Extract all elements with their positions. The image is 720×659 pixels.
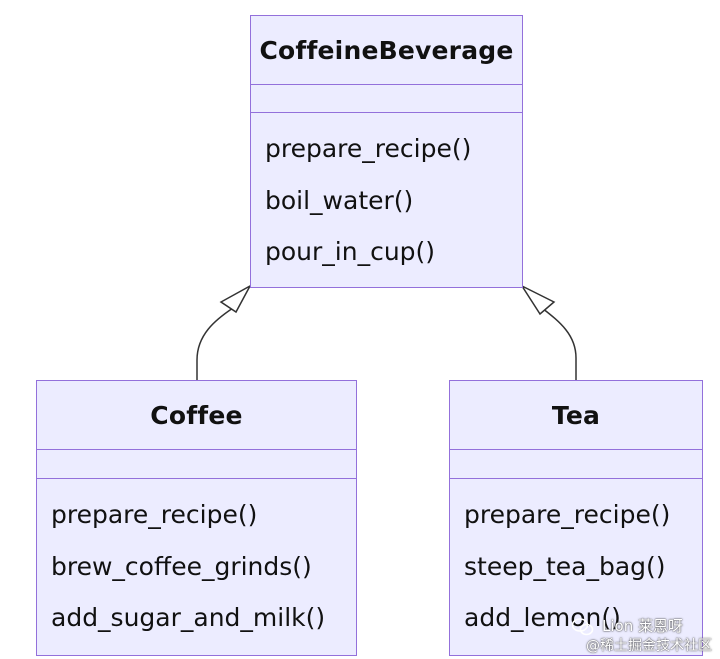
class-methods-section: prepare_recipe() brew_coffee_grinds() ad…	[37, 479, 356, 644]
method-prepare-recipe: prepare_recipe()	[265, 134, 472, 163]
class-box-caffeine-beverage: CoffeineBeverage prepare_recipe() boil_w…	[250, 15, 523, 288]
method-brew-coffee-grinds: brew_coffee_grinds()	[51, 551, 312, 581]
coffee-inheritance-arrowhead	[219, 284, 252, 314]
method-prepare-recipe: prepare_recipe()	[464, 500, 671, 529]
watermark-author: Lion 莱恩呀	[602, 617, 683, 635]
class-attributes-section	[450, 450, 702, 479]
watermark-site: @稀土掘金技术社区	[586, 638, 712, 654]
method-add-lemon: add_lemon()	[464, 603, 621, 632]
coffee-inheritance-line	[196, 307, 234, 380]
class-name: Tea	[450, 381, 702, 450]
method-pour-in-cup: pour_in_cup()	[265, 237, 436, 266]
class-name: CoffeineBeverage	[251, 16, 522, 85]
wechat-icon	[572, 618, 594, 636]
class-attributes-section	[37, 450, 356, 479]
class-box-coffee: Coffee prepare_recipe() brew_coffee_grin…	[36, 380, 357, 656]
watermark: Lion 莱恩呀 @稀土掘金技术社区	[572, 616, 717, 658]
class-methods-section: prepare_recipe() steep_tea_bag() add_lem…	[450, 479, 702, 644]
method-add-sugar-and-milk: add_sugar_and_milk()	[51, 603, 326, 632]
method-boil-water: boil_water()	[265, 185, 414, 215]
class-name: Coffee	[37, 381, 356, 450]
tea-inheritance-line	[541, 307, 577, 380]
tea-inheritance-arrowhead	[519, 284, 556, 316]
class-box-tea: Tea prepare_recipe() steep_tea_bag() add…	[449, 380, 703, 656]
method-steep-tea-bag: steep_tea_bag()	[464, 551, 666, 581]
class-methods-section: prepare_recipe() boil_water() pour_in_cu…	[251, 113, 522, 278]
class-attributes-section	[251, 85, 522, 113]
method-prepare-recipe: prepare_recipe()	[51, 500, 258, 529]
